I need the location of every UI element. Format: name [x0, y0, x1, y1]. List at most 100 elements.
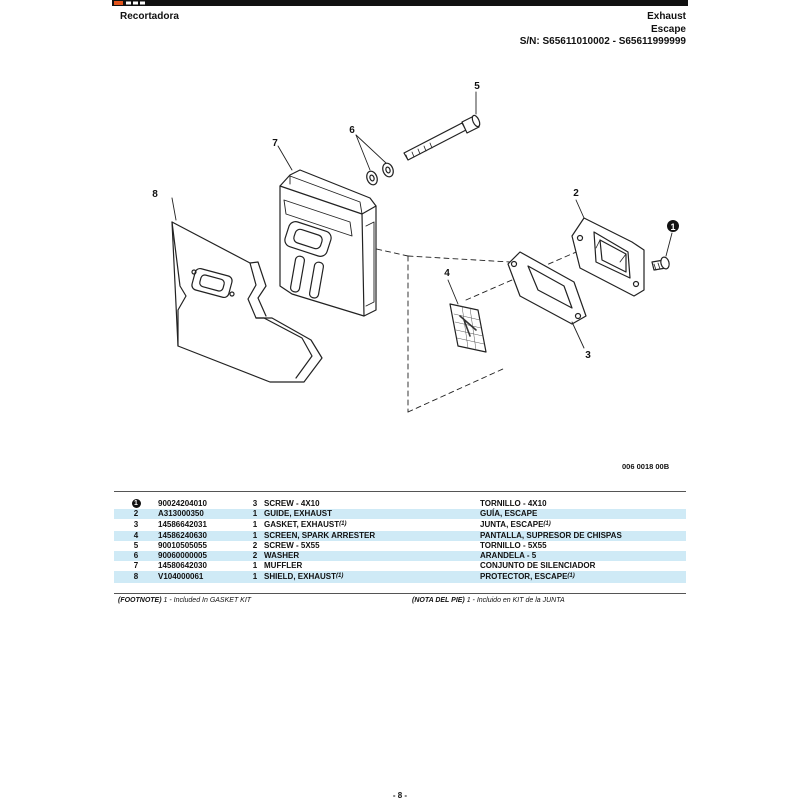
footnote-es-text: 1 - Incluido en KIT de la JUNTA	[466, 597, 565, 604]
description-en-text: MUFFLER	[264, 561, 303, 571]
ref-number: 5	[114, 541, 158, 551]
ref-number: 4	[114, 530, 158, 541]
callout-7: 7	[272, 138, 278, 149]
description-es-text: TORNILLO - 4X10	[480, 499, 547, 508]
part-number: 14586240630	[158, 530, 246, 541]
table-row: 1 90024204010 3 SCREW - 4X10 TORNILLO - 4X10	[114, 499, 686, 509]
part-number: 90024204010	[158, 499, 207, 508]
quantity: 1	[252, 561, 258, 571]
part-muffler	[277, 145, 377, 317]
part-washers	[355, 134, 394, 186]
quantity: 2	[246, 551, 264, 562]
description-en-text: SCREEN, SPARK ARRESTER	[264, 530, 376, 540]
footnote-marker: (1)	[543, 521, 551, 528]
callout-1: 1	[670, 222, 675, 232]
table-bottom-rule	[114, 593, 686, 594]
parts-table-body: 1 90024204010 3 SCREW - 4X10 TORNILLO - 4X10…	[114, 499, 686, 583]
description-es-text: PROTECTOR, ESCAPE	[480, 572, 568, 582]
ref-number-label: 8	[133, 571, 139, 581]
description-en: GASKET, EXHAUST(1)	[264, 519, 480, 530]
section-title-es: Escape	[650, 23, 686, 35]
part-screw-5x55	[403, 91, 481, 161]
footnote-marker: (1)	[339, 521, 347, 528]
description-es: JUNTA, ESCAPE(1)	[480, 519, 686, 530]
description-en: SCREW - 5X55	[264, 541, 480, 551]
description-en-text: SCREW - 4X10	[264, 499, 320, 508]
footnote-es: (NOTA DEL PIE) 1 - Incluido en KIT de la…	[412, 597, 565, 604]
ref-number-label: 3	[133, 519, 139, 529]
callout-8: 8	[152, 189, 158, 200]
ref-number: 6	[114, 551, 158, 562]
footnote-en-label: (FOOTNOTE)	[118, 597, 162, 604]
callout-5: 5	[474, 81, 480, 92]
part-shield-exhaust	[171, 197, 323, 383]
quantity: 1	[252, 519, 258, 529]
description-es-text: TORNILLO - 5X55	[480, 540, 547, 550]
ref-number-label: 6	[133, 551, 139, 561]
part-number: 90010505055	[158, 540, 207, 550]
ref-number: 7	[114, 561, 158, 571]
quantity: 2	[252, 540, 258, 550]
description-es: PROTECTOR, ESCAPE(1)	[480, 571, 686, 583]
quantity: 1	[246, 509, 264, 520]
description-en-text: WASHER	[264, 551, 300, 561]
ref-number-label: 7	[133, 561, 139, 571]
page-number: - 8 -	[392, 791, 408, 800]
part-number: 14586642031	[158, 519, 207, 529]
quantity: 1	[246, 530, 264, 541]
description-en: MUFFLER	[264, 561, 480, 571]
section-title-en: Exhaust	[647, 11, 686, 22]
description-es: PANTALLA, SUPRESOR DE CHISPAS	[480, 530, 686, 541]
description-en: GUIDE, EXHAUST	[264, 509, 480, 520]
description-en: SHIELD, EXHAUST(1)	[264, 571, 480, 583]
ref-number-label: 4	[133, 530, 139, 540]
ref-number: 2	[114, 509, 158, 520]
parts-table: 1 90024204010 3 SCREW - 4X10 TORNILLO - 4X10…	[114, 499, 686, 583]
description-es: GUÍA, ESCAPE	[480, 509, 686, 520]
ref-number-label: 2	[133, 509, 139, 519]
description-es-text: GUÍA, ESCAPE	[480, 509, 538, 519]
footnote-es-label: (NOTA DEL PIE)	[412, 597, 465, 604]
description-en: SCREW - 4X10	[264, 499, 480, 509]
footnote-marker: (1)	[567, 573, 575, 580]
table-row: 5 90010505055 2 SCREW - 5X55 TORNILLO - 5X55	[114, 541, 686, 551]
part-gasket-exhaust	[507, 251, 587, 349]
part-spark-arrester-screen	[447, 279, 487, 353]
description-es-text: JUNTA, ESCAPE	[480, 520, 544, 530]
ref-number: 1	[114, 499, 158, 509]
callout-2: 2	[573, 188, 579, 199]
description-es-text: ARANDELA - 5	[480, 551, 537, 561]
ref-number-label: 1	[131, 499, 141, 509]
description-en-text: SCREW - 5X55	[264, 540, 320, 550]
callout-labels: 1 2 3 4 5 6 7 8	[152, 81, 679, 361]
description-en-text: GASKET, EXHAUST	[264, 520, 340, 530]
description-es-text: PANTALLA, SUPRESOR DE CHISPAS	[480, 530, 622, 540]
description-en-text: GUIDE, EXHAUST	[264, 509, 333, 519]
quantity: 1	[246, 571, 264, 583]
description-es-text: CONJUNTO DE SILENCIADOR	[480, 561, 596, 571]
part-number: 14580642030	[158, 561, 207, 571]
callout-6: 6	[349, 125, 355, 136]
callout-4: 4	[444, 268, 450, 279]
description-es: TORNILLO - 4X10	[480, 499, 686, 509]
description-en: SCREEN, SPARK ARRESTER	[264, 530, 480, 541]
table-row: 7 14580642030 1 MUFFLER CONJUNTO DE SILENCIA…	[114, 561, 686, 571]
figure-code: 006 0018 00B	[622, 462, 670, 471]
part-number: A313000350	[158, 509, 246, 520]
quantity: 3	[252, 499, 258, 508]
serial-range: S/N: S65611010002 - S65611999999	[519, 36, 686, 47]
table-top-rule	[114, 491, 686, 492]
brand-logo	[112, 0, 148, 6]
part-number: 90060000005	[158, 551, 246, 562]
model-name: Recortadora	[120, 11, 179, 22]
description-es: CONJUNTO DE SILENCIADOR	[480, 561, 686, 571]
part-number: V104000061	[158, 571, 246, 583]
ref-number-label: 5	[133, 540, 139, 550]
description-es: TORNILLO - 5X55	[480, 541, 686, 551]
callout-3: 3	[585, 350, 591, 361]
